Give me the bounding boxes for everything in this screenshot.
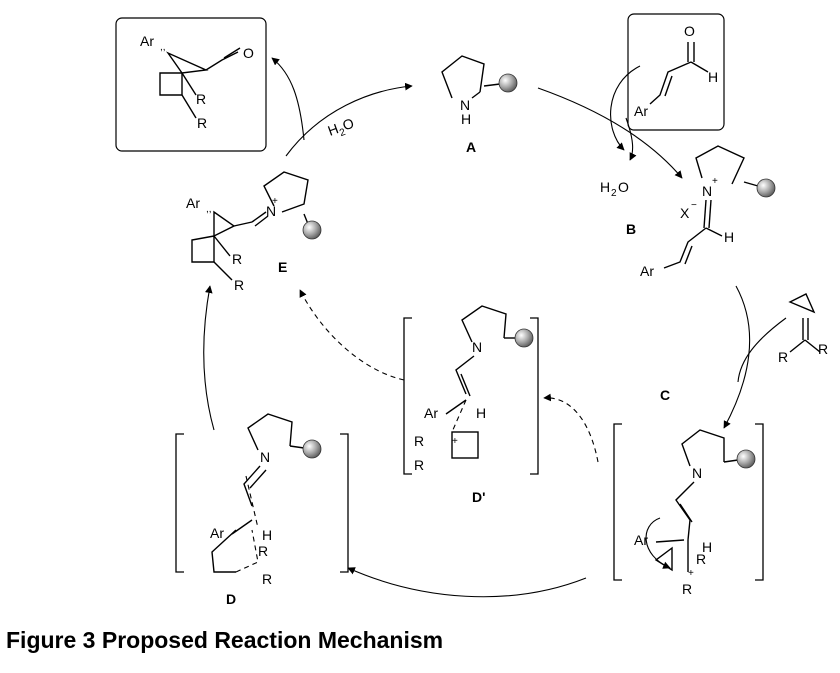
svg-text:R: R [258,543,268,559]
svg-text:Ar: Ar [424,405,438,421]
svg-text:R: R [414,457,424,473]
svg-text:R: R [414,433,424,449]
svg-text:R: R [196,91,206,107]
svg-text:N: N [702,183,712,199]
svg-text:Ar: Ar [186,195,200,211]
svg-text:Ar: Ar [634,103,648,119]
svg-text:H: H [600,179,610,195]
label-A: A [466,139,476,155]
svg-text:X: X [680,205,690,221]
alkylidenecyclopropane-reagent: R R [778,293,828,365]
svg-text:O: O [243,45,254,61]
svg-text:R: R [778,349,788,365]
svg-text:H: H [476,405,486,421]
svg-text:H2O: H2O [326,115,358,143]
svg-text:N: N [460,97,470,113]
intermediate-C: N Ar H + R R [613,423,764,597]
svg-text:O: O [618,179,629,195]
svg-text:Ar: Ar [140,33,154,49]
svg-text:H: H [262,527,272,543]
svg-text:R: R [262,571,272,587]
intermediate-B: N + X − H Ar B [626,145,776,279]
svg-text:H: H [461,111,471,127]
svg-text:R: R [818,341,828,357]
water-released: H 2 O [600,179,629,199]
svg-text:R: R [232,251,242,267]
svg-text:N: N [266,203,276,219]
product-box: Ar ,, O R R [115,17,267,152]
svg-text:Ar: Ar [210,525,224,541]
svg-text:+: + [712,176,718,187]
cycle-arrows [203,57,787,598]
aldehyde-box: O H Ar [627,13,725,131]
svg-text:Ar: Ar [640,263,654,279]
label-E: E [278,259,287,275]
svg-text:R: R [197,115,207,131]
svg-text:2: 2 [611,188,617,199]
svg-text:,,: ,, [206,204,212,215]
intermediate-D: N Ar H R R D [175,413,349,607]
label-C: C [660,387,670,403]
svg-text:R: R [234,277,244,293]
svg-text:N: N [260,449,270,465]
svg-text:+: + [452,436,458,447]
svg-text:,,: ,, [160,42,166,53]
svg-text:N: N [692,465,702,481]
svg-text:Ar: Ar [634,532,648,548]
svg-text:+: + [688,568,694,579]
water-added: H2O [326,115,358,143]
cinnamaldehyde-structure: O H Ar [634,23,718,119]
svg-text:N: N [472,339,482,355]
product-structure: Ar ,, O R R [140,33,254,131]
svg-text:−: − [691,200,697,211]
label-D: D [226,591,236,607]
intermediate-D-prime: N Ar H + R R D' [403,305,539,505]
svg-text:H: H [702,539,712,555]
svg-text:+: + [272,196,278,207]
svg-text:O: O [684,23,695,39]
figure-caption: Figure 3 Proposed Reaction Mechanism [6,627,444,653]
reaction-mechanism-diagram: Ar ,, O R R N H A O H [115,13,828,607]
svg-text:H: H [724,229,734,245]
svg-text:H: H [708,69,718,85]
svg-text:R: R [682,581,692,597]
intermediate-A: N H A [441,55,518,155]
intermediate-E: Ar ,, N + R R E [186,171,322,293]
svg-text:R: R [696,551,706,567]
label-D-prime: D' [472,489,485,505]
label-B: B [626,221,636,237]
